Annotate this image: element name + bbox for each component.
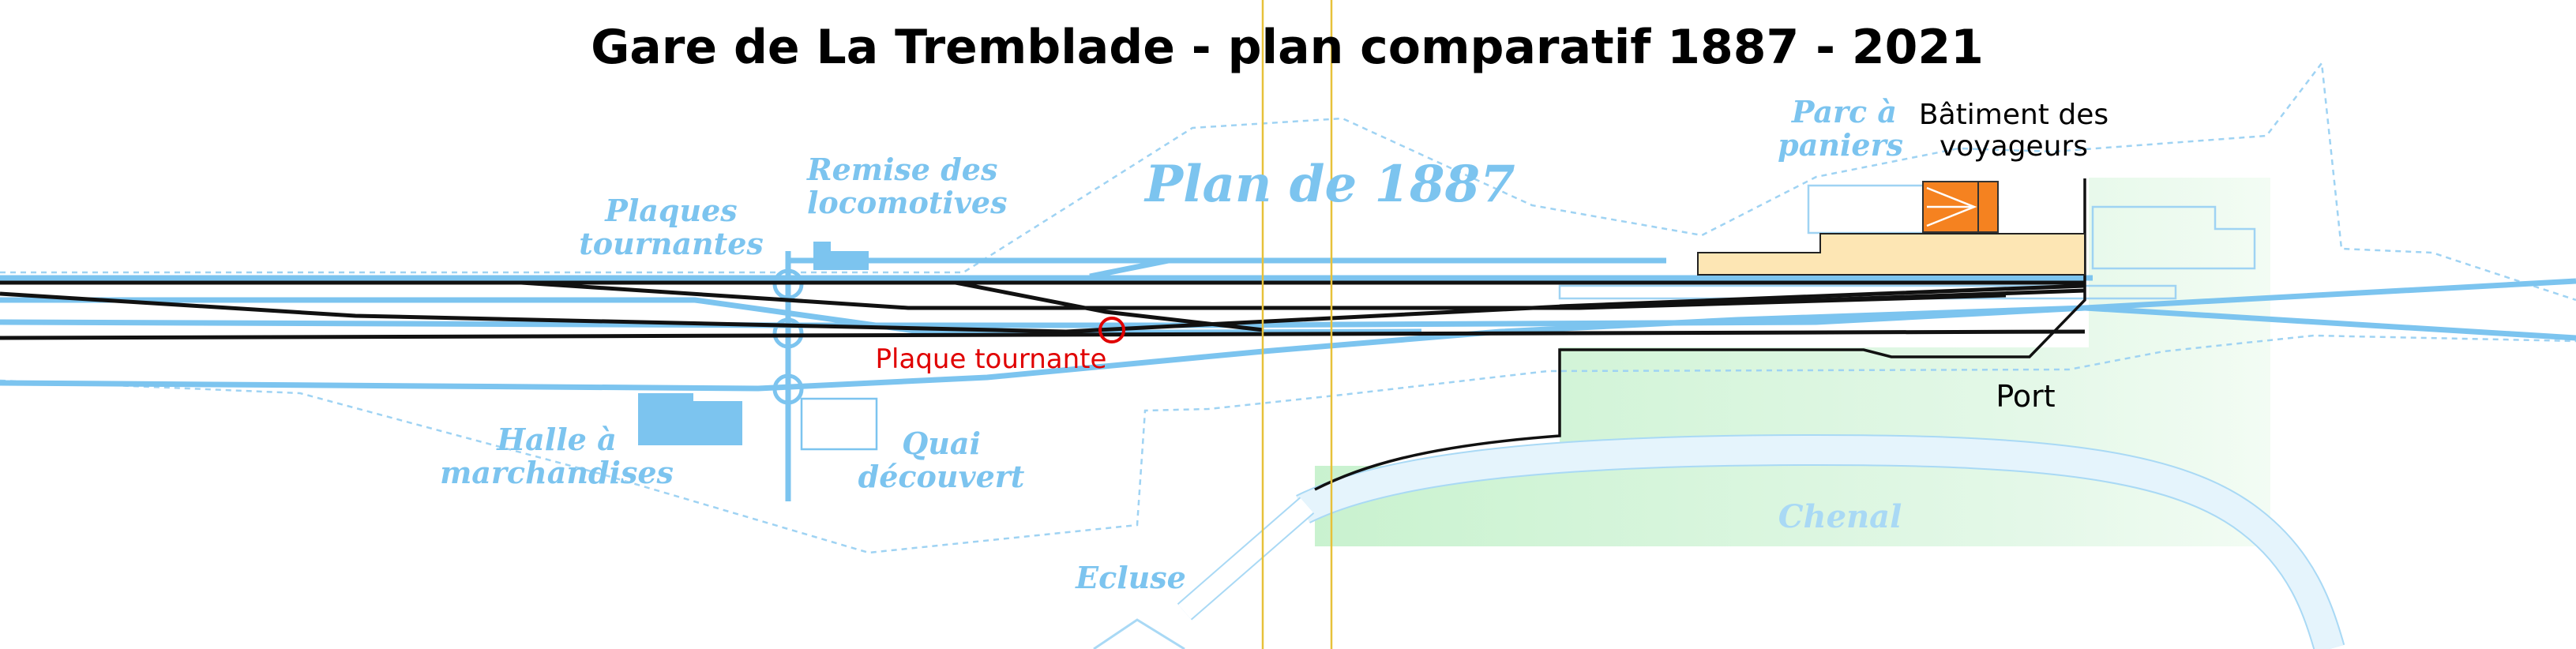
remise-locomotives-shape — [813, 251, 869, 270]
tracks-2021 — [0, 280, 2086, 340]
plaques-label-line2: tournantes — [579, 226, 764, 261]
channel-fill — [1296, 435, 2344, 649]
parc-label-line2: paniers — [1778, 127, 1903, 163]
quai-label-line2: découvert — [858, 459, 1025, 494]
port-quay-outline — [1314, 178, 2086, 491]
plaque-tournante-label: Plaque tournante — [876, 343, 1107, 375]
lock-canal-fill — [1178, 497, 1313, 620]
remise-label-line1: Remise des — [806, 152, 997, 187]
halle-marchandises-shape — [638, 401, 742, 445]
remise-small-shape — [813, 242, 831, 253]
quai-label-line1: Quai — [902, 426, 981, 461]
page-title: Gare de La Tremblade - plan comparatif 1… — [591, 20, 1984, 75]
quai-decouvert-outline — [800, 397, 878, 451]
buildings-1887 — [638, 242, 869, 445]
boundary-south-dashed — [0, 334, 2576, 554]
plaque-tournante-marker — [1098, 317, 1125, 343]
halle-annex-shape — [638, 393, 693, 403]
chenal-label: Chenal — [1778, 498, 1902, 535]
platform-building — [1697, 233, 2086, 276]
port-label: Port — [1996, 379, 2055, 414]
remise-label-line2: locomotives — [807, 185, 1007, 220]
old-east-buildings-outline — [2091, 205, 2256, 270]
plan-1887-label: Plan de 1887 — [1143, 155, 1515, 214]
batiment-voyageurs-shape — [1922, 181, 1999, 233]
halle-label-line1: Halle à — [496, 422, 616, 457]
ecluse-label: Ecluse — [1075, 560, 1186, 595]
port-zone — [1315, 178, 2270, 546]
lock-basin — [1093, 618, 1185, 649]
batiment-label-line1: Bâtiment des — [1919, 99, 2108, 131]
plaques-label-line1: Plaques — [604, 193, 737, 228]
parc-label-line1: Parc à — [1791, 94, 1897, 129]
batiment-label-line2: voyageurs — [1940, 130, 2088, 163]
halle-label-line2: marchandises — [440, 455, 674, 490]
